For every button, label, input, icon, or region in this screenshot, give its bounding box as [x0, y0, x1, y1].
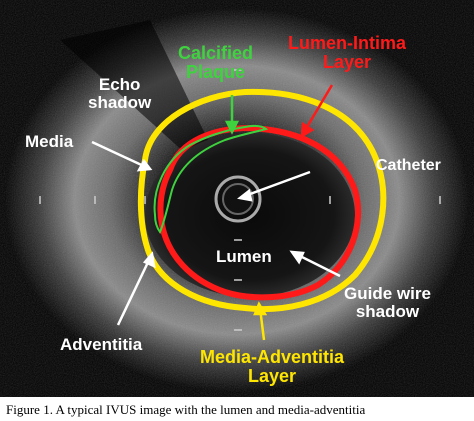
- label-calcified-plaque: Calcified Plaque: [178, 43, 254, 82]
- media-adventitia-arrow: [253, 301, 268, 341]
- ivus-image: Calcified Plaque Lumen-Intima Layer Echo…: [0, 0, 474, 397]
- label-catheter: Catheter: [376, 157, 441, 174]
- lumen-intima-arrow: [300, 84, 334, 139]
- lumen-intima-border: [157, 124, 362, 301]
- calcified-plaque-outline: [153, 124, 269, 235]
- ivus-scan-graphic: [5, 8, 469, 392]
- catheter-core: [222, 183, 254, 215]
- label-lumen: Lumen: [216, 247, 272, 266]
- label-guide-wire-shadow: Guide wire shadow: [344, 284, 431, 321]
- calcified-plaque-arrow: [224, 95, 240, 135]
- annotation-arrows: [91, 140, 341, 326]
- label-media-adventitia-layer: Media-Adventitia Layer: [200, 347, 345, 386]
- label-adventitia: Adventitia: [60, 335, 143, 354]
- label-media: Media: [25, 132, 74, 151]
- figure-caption: Figure 1. A typical IVUS image with the …: [0, 398, 474, 421]
- label-echo-shadow: Echo shadow: [88, 75, 152, 112]
- label-lumen-intima-layer: Lumen-Intima Layer: [288, 33, 407, 72]
- catheter-ring: [214, 175, 262, 223]
